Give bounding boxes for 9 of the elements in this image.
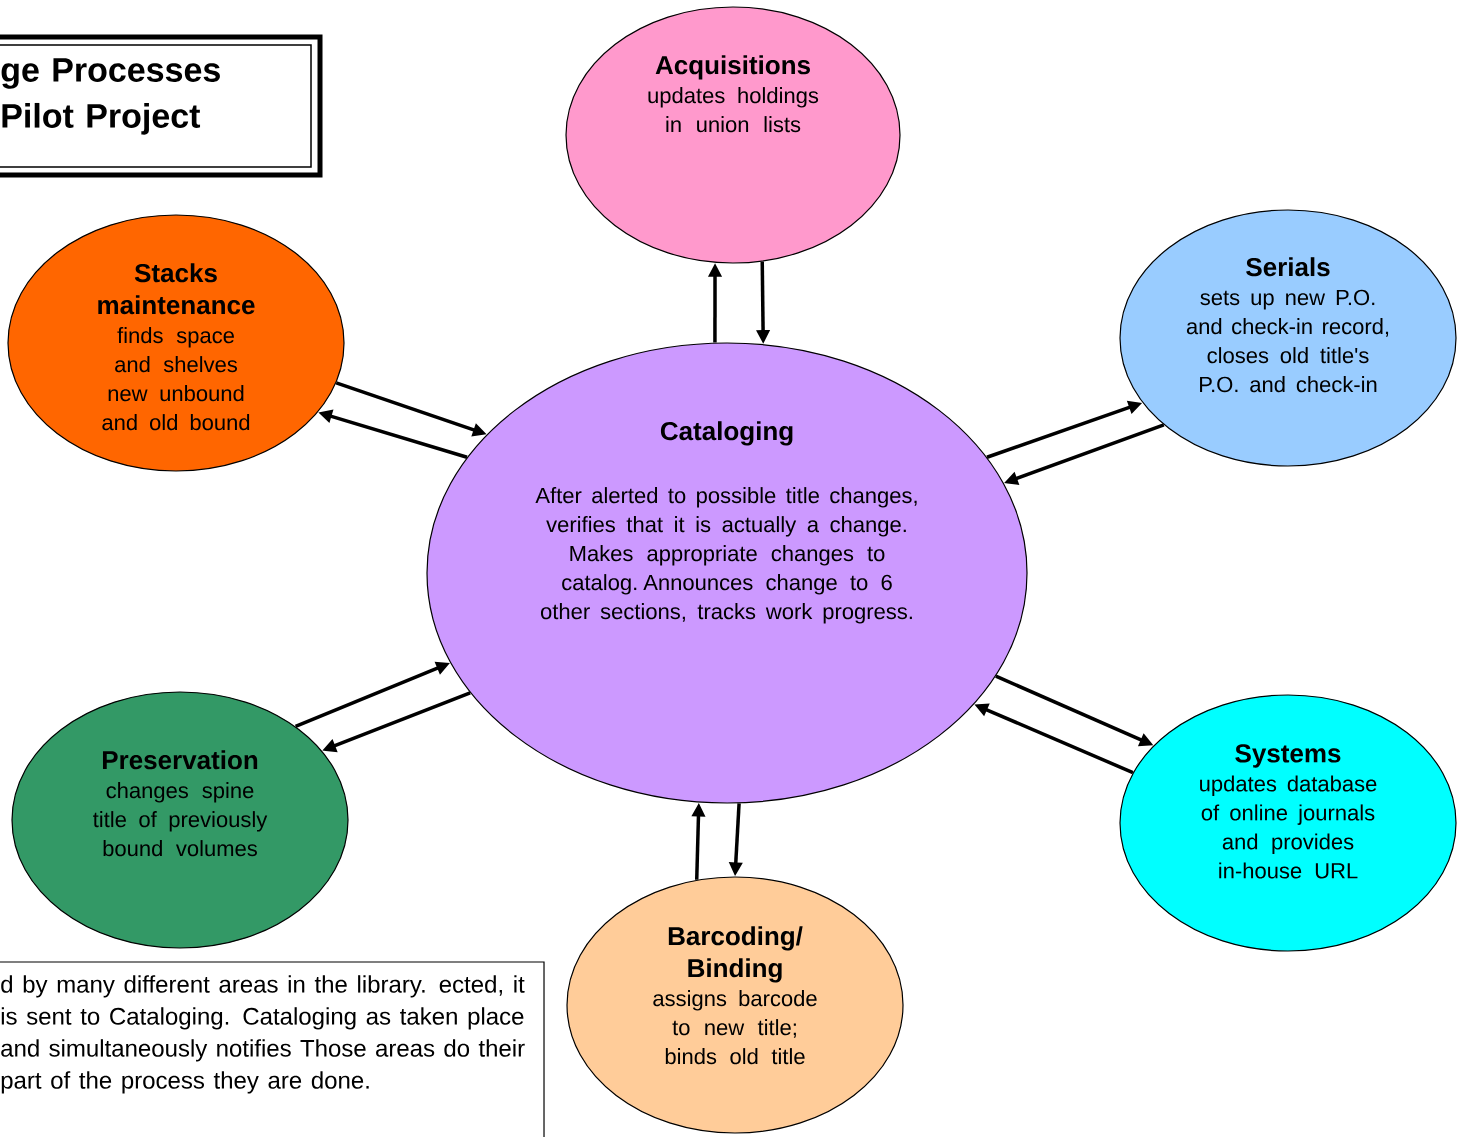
ellipse-node: Preservation changes spine title of previously bound volumes [11,691,349,949]
note-box: d by many different areas in the library. ected, it is sent to Cataloging. Cataloging as taken place and simultaneously notifies Those areas do their part of the process they are done. [0,961,545,1137]
ellipse-node: Serials sets up new P.O. and check-in record, closes old title's P.O. and check-in [1119,209,1457,467]
ellipse-node: Systems updates database of online journals and provides in-house URL [1119,694,1457,952]
ellipse-node: Cataloging After alerted to possible title changes, verifies that it is actually a change. Makes appropriate changes to catalog. Announces change to 6 other sections, tracks work progress. [426,342,1028,804]
ellipse-node: Stacks maintenance finds space and shelves new unbound and old bound [7,214,345,472]
ellipse-node: Acquisitions updates holdings in union lists [565,6,901,264]
ellipse-node: Barcoding/ Binding assigns barcode to new title; binds old title [566,876,904,1134]
title-box: ge Processes Pilot Project [0,34,323,178]
